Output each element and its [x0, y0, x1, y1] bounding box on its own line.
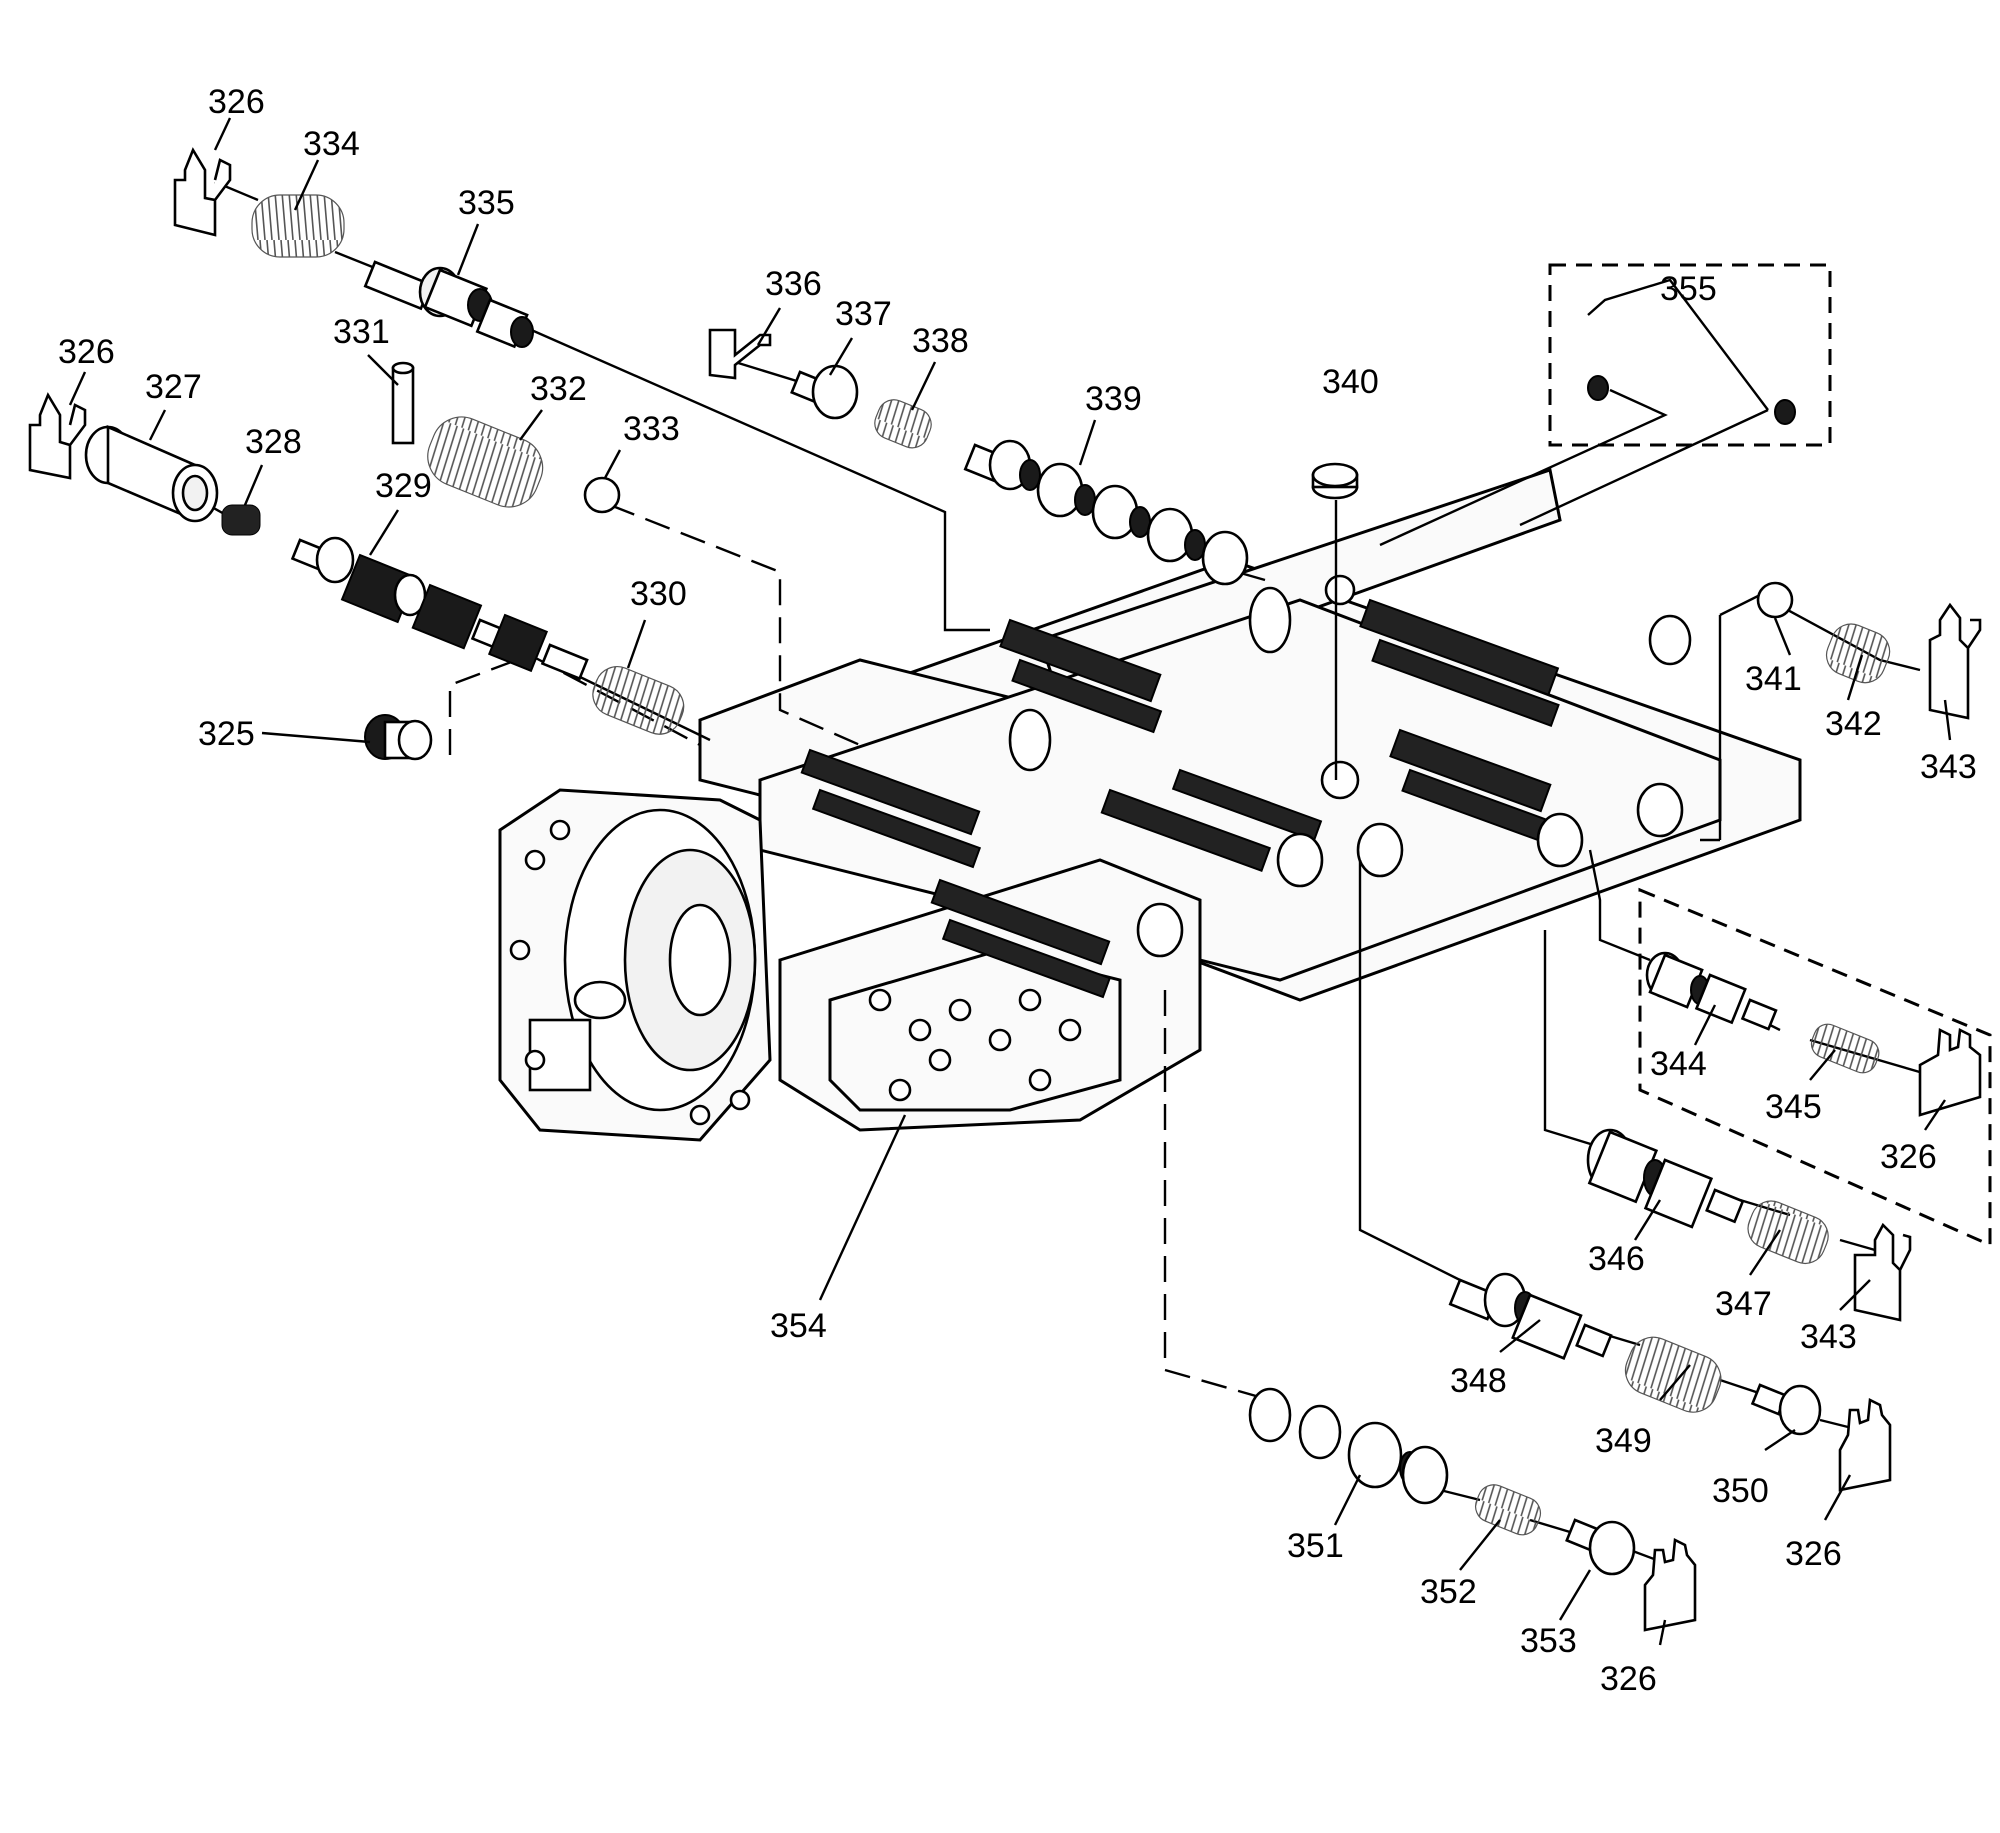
valve-body-housing [498, 468, 1802, 1142]
spring-328 [221, 504, 261, 536]
callout-355: 355 [1660, 270, 1717, 308]
callout-339: 339 [1085, 380, 1142, 418]
spring-342 [1825, 623, 1891, 684]
ball-333 [583, 476, 621, 514]
cap-340 [1311, 462, 1359, 500]
callout-326-lower: 326 [1785, 1535, 1842, 1573]
callout-349: 349 [1595, 1422, 1652, 1460]
callout-325: 325 [198, 715, 255, 753]
valve-348 [1448, 1272, 1613, 1360]
plug-325 [364, 714, 433, 761]
callout-345: 345 [1765, 1088, 1822, 1126]
retainer-343-347 [1853, 1222, 1912, 1322]
callout-343-top: 343 [1920, 748, 1977, 786]
plug-355-left [1587, 375, 1609, 401]
sleeve-327 [84, 425, 219, 523]
callout-326-bottom: 326 [1600, 1660, 1657, 1698]
callout-341: 341 [1745, 660, 1802, 698]
callout-labels: 326 334 335 326 327 331 332 333 328 329 … [58, 83, 1977, 1698]
callout-328: 328 [245, 423, 302, 461]
spring-330 [592, 666, 685, 735]
plug-353 [1565, 1518, 1636, 1576]
ball-341 [1756, 581, 1794, 619]
callout-333: 333 [623, 410, 680, 448]
spring-345 [1810, 1023, 1880, 1074]
plug-337 [790, 364, 859, 420]
callout-335: 335 [458, 184, 515, 222]
pin-331 [391, 361, 415, 445]
callout-326-left: 326 [58, 333, 115, 371]
spring-338 [874, 399, 932, 449]
callout-326-mid: 326 [1880, 1138, 1937, 1176]
callout-338: 338 [912, 322, 969, 360]
callout-350: 350 [1712, 1472, 1769, 1510]
callout-336: 336 [765, 265, 822, 303]
valve-329 [290, 536, 589, 681]
callout-351: 351 [1287, 1527, 1344, 1565]
valve-339 [963, 439, 1249, 586]
callout-331: 331 [333, 313, 390, 351]
callout-354: 354 [770, 1307, 827, 1345]
valve-351 [1248, 1387, 1449, 1505]
retainer-326-344 [1918, 1027, 1982, 1117]
clip-336 [708, 328, 772, 380]
valve-346 [1586, 1128, 1745, 1229]
callout-343-bottom: 343 [1800, 1318, 1857, 1356]
plug-350 [1750, 1383, 1822, 1436]
spring-347 [1747, 1200, 1829, 1265]
callout-340: 340 [1322, 363, 1379, 401]
spring-349 [1624, 1336, 1722, 1413]
callout-326-top: 326 [208, 83, 265, 121]
callout-327: 327 [145, 368, 202, 406]
retainer-326-353 [1643, 1537, 1697, 1632]
callout-352: 352 [1420, 1573, 1477, 1611]
callout-353: 353 [1520, 1622, 1577, 1660]
valve-335 [363, 260, 534, 349]
callout-346: 346 [1588, 1240, 1645, 1278]
callout-342: 342 [1825, 705, 1882, 743]
valve-344 [1645, 951, 1778, 1031]
plug-355-right [1774, 399, 1796, 425]
retainer-326-top [173, 147, 232, 237]
retainer-326-350 [1838, 1397, 1892, 1492]
callout-332: 332 [530, 370, 587, 408]
callout-344: 344 [1650, 1045, 1707, 1083]
callout-334: 334 [303, 125, 360, 163]
spring-352 [1474, 1484, 1542, 1536]
callout-347: 347 [1715, 1285, 1772, 1323]
callout-348: 348 [1450, 1362, 1507, 1400]
callout-330: 330 [630, 575, 687, 613]
callout-leaders [68, 117, 1952, 1646]
retainer-326-left [28, 392, 87, 480]
spring-332 [427, 416, 544, 508]
callout-337: 337 [835, 295, 892, 333]
spring-334 [251, 194, 345, 258]
retainer-343-right [1928, 602, 1982, 720]
callout-329: 329 [375, 467, 432, 505]
